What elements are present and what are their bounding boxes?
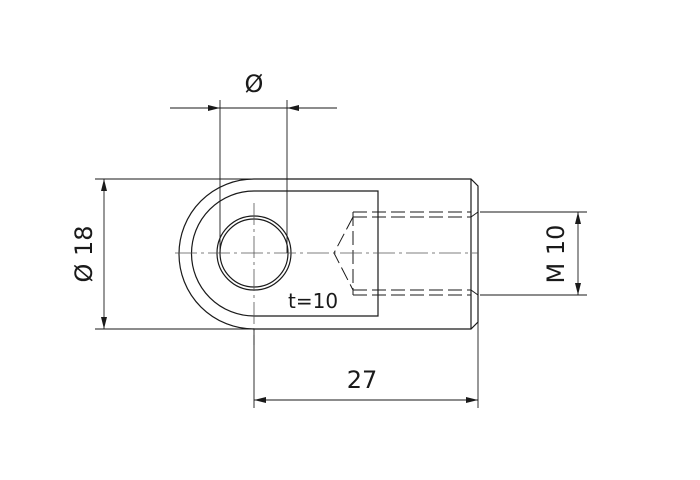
length-label: 27 xyxy=(347,366,378,394)
slot-outline xyxy=(190,190,379,317)
outer-diameter-dimension xyxy=(95,178,254,330)
center-lines xyxy=(175,203,478,345)
hole-diameter-dimension xyxy=(170,100,337,253)
outer-diameter-label: Ø 18 xyxy=(70,225,98,282)
thread-label: M 10 xyxy=(542,225,570,284)
hole-diameter-label: Ø xyxy=(245,70,264,98)
thickness-label: t=10 xyxy=(288,289,338,313)
thread-dimension xyxy=(480,211,587,296)
threaded-bore xyxy=(333,211,471,296)
length-dimension xyxy=(253,322,479,408)
